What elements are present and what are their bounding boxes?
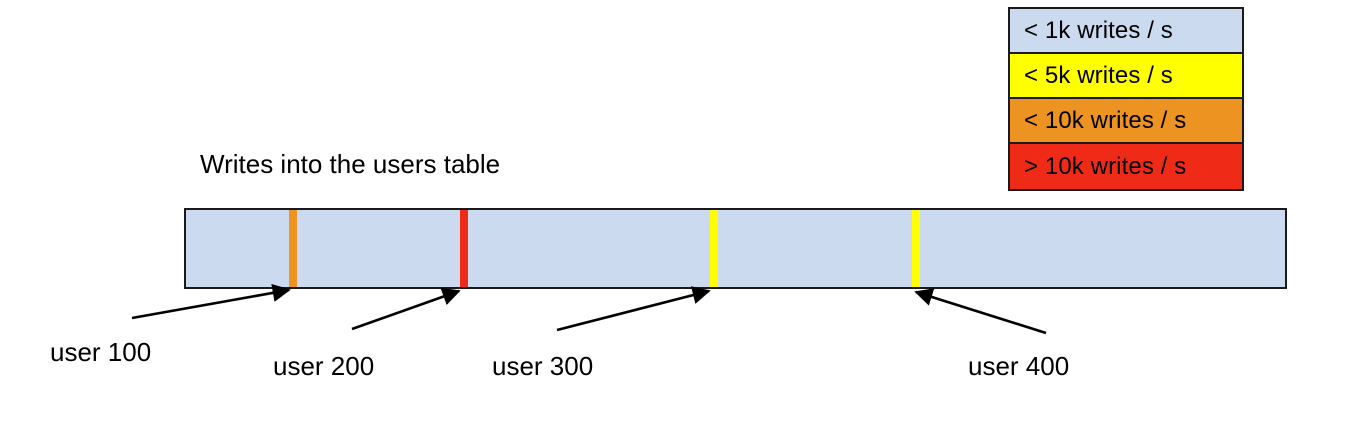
legend-item-label: < 10k writes / s	[1024, 106, 1187, 134]
user-100-marker	[289, 210, 297, 287]
legend-item-label: > 10k writes / s	[1024, 152, 1187, 180]
callout-label: user 400	[968, 351, 1070, 381]
user-300-marker	[710, 210, 718, 287]
chart-title: Writes into the users table	[200, 149, 501, 179]
legend-item-label: < 1k writes / s	[1024, 16, 1173, 44]
legend-item-label: < 5k writes / s	[1024, 61, 1173, 89]
arrow-user-300	[556, 286, 711, 332]
callout-user-200: user 200	[273, 352, 374, 381]
legend: < 1k writes / s < 5k writes / s < 10k wr…	[1008, 7, 1244, 191]
callout-user-400: user 400	[968, 352, 1069, 381]
callout-user-300: user 300	[492, 352, 593, 381]
arrow-user-100	[131, 283, 291, 320]
callout-label: user 300	[492, 351, 594, 381]
legend-item-gt-10k: > 10k writes / s	[1010, 144, 1242, 189]
user-200-marker	[460, 210, 468, 287]
legend-item-lt-1k: < 1k writes / s	[1010, 9, 1242, 54]
arrow-user-400	[914, 288, 1047, 335]
user-400-marker	[912, 210, 920, 287]
callout-label: user 200	[273, 351, 375, 381]
arrow-user-200	[351, 287, 461, 331]
callout-user-100: user 100	[50, 338, 151, 367]
callout-label: user 100	[50, 337, 152, 367]
users-table-bar	[184, 208, 1287, 289]
legend-item-lt-10k: < 10k writes / s	[1010, 99, 1242, 144]
legend-item-lt-5k: < 5k writes / s	[1010, 54, 1242, 99]
